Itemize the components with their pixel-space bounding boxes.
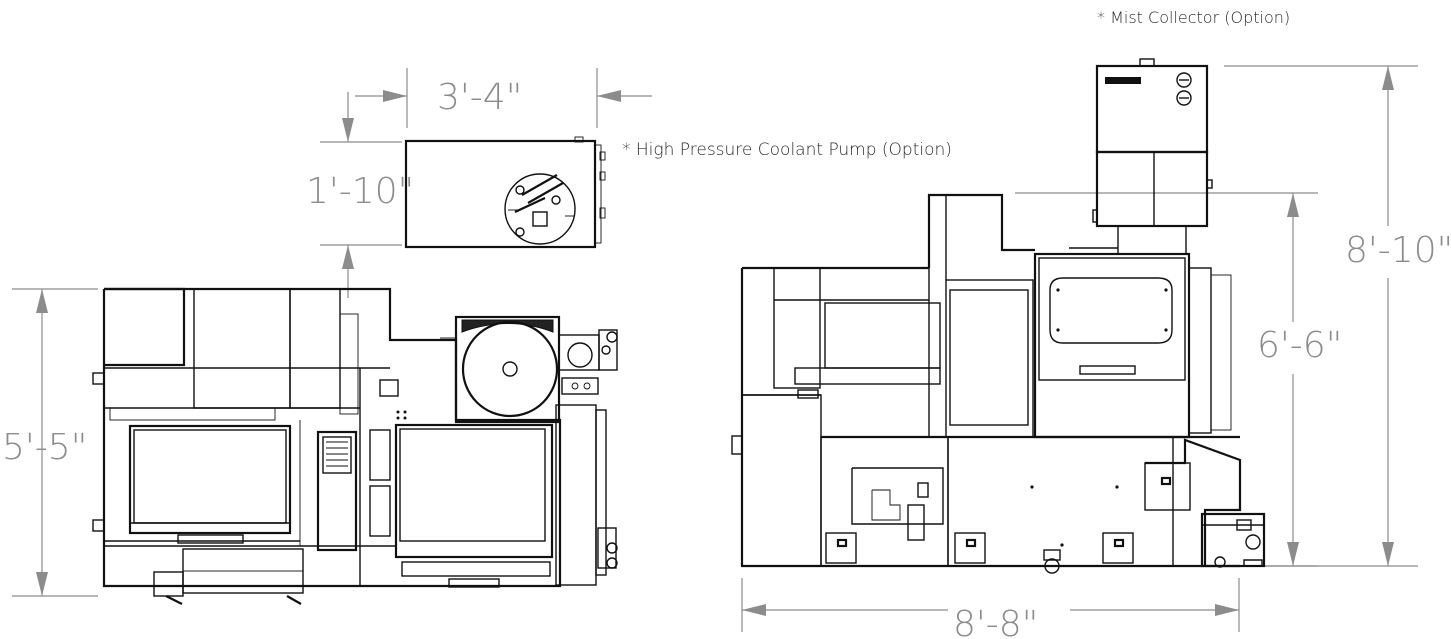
chip-conveyor-plan bbox=[440, 315, 618, 424]
dim-pump-depth: 1'-10" bbox=[306, 171, 414, 212]
coolant-pump-note: * High Pressure Coolant Pump (Option) bbox=[622, 140, 952, 160]
dim-pump-width: 3'-4" bbox=[437, 77, 522, 118]
machine-front-view bbox=[731, 193, 1266, 574]
mist-collector-note: * Mist Collector (Option) bbox=[1097, 8, 1290, 27]
machine-plan-view bbox=[92, 287, 618, 605]
dim-overall-height: 8'-10" bbox=[1345, 230, 1451, 271]
dim-plan-depth: 5'-5" bbox=[2, 427, 87, 468]
dim-machine-height: 6'-6" bbox=[1257, 325, 1342, 366]
mist-collector-front bbox=[1069, 58, 1213, 255]
leveling-feet bbox=[825, 532, 1134, 574]
dimension-lines bbox=[12, 65, 1418, 632]
vent-grille bbox=[326, 441, 348, 467]
dim-front-width: 8'-8" bbox=[953, 604, 1038, 639]
coolant-pump-plan bbox=[404, 136, 606, 249]
